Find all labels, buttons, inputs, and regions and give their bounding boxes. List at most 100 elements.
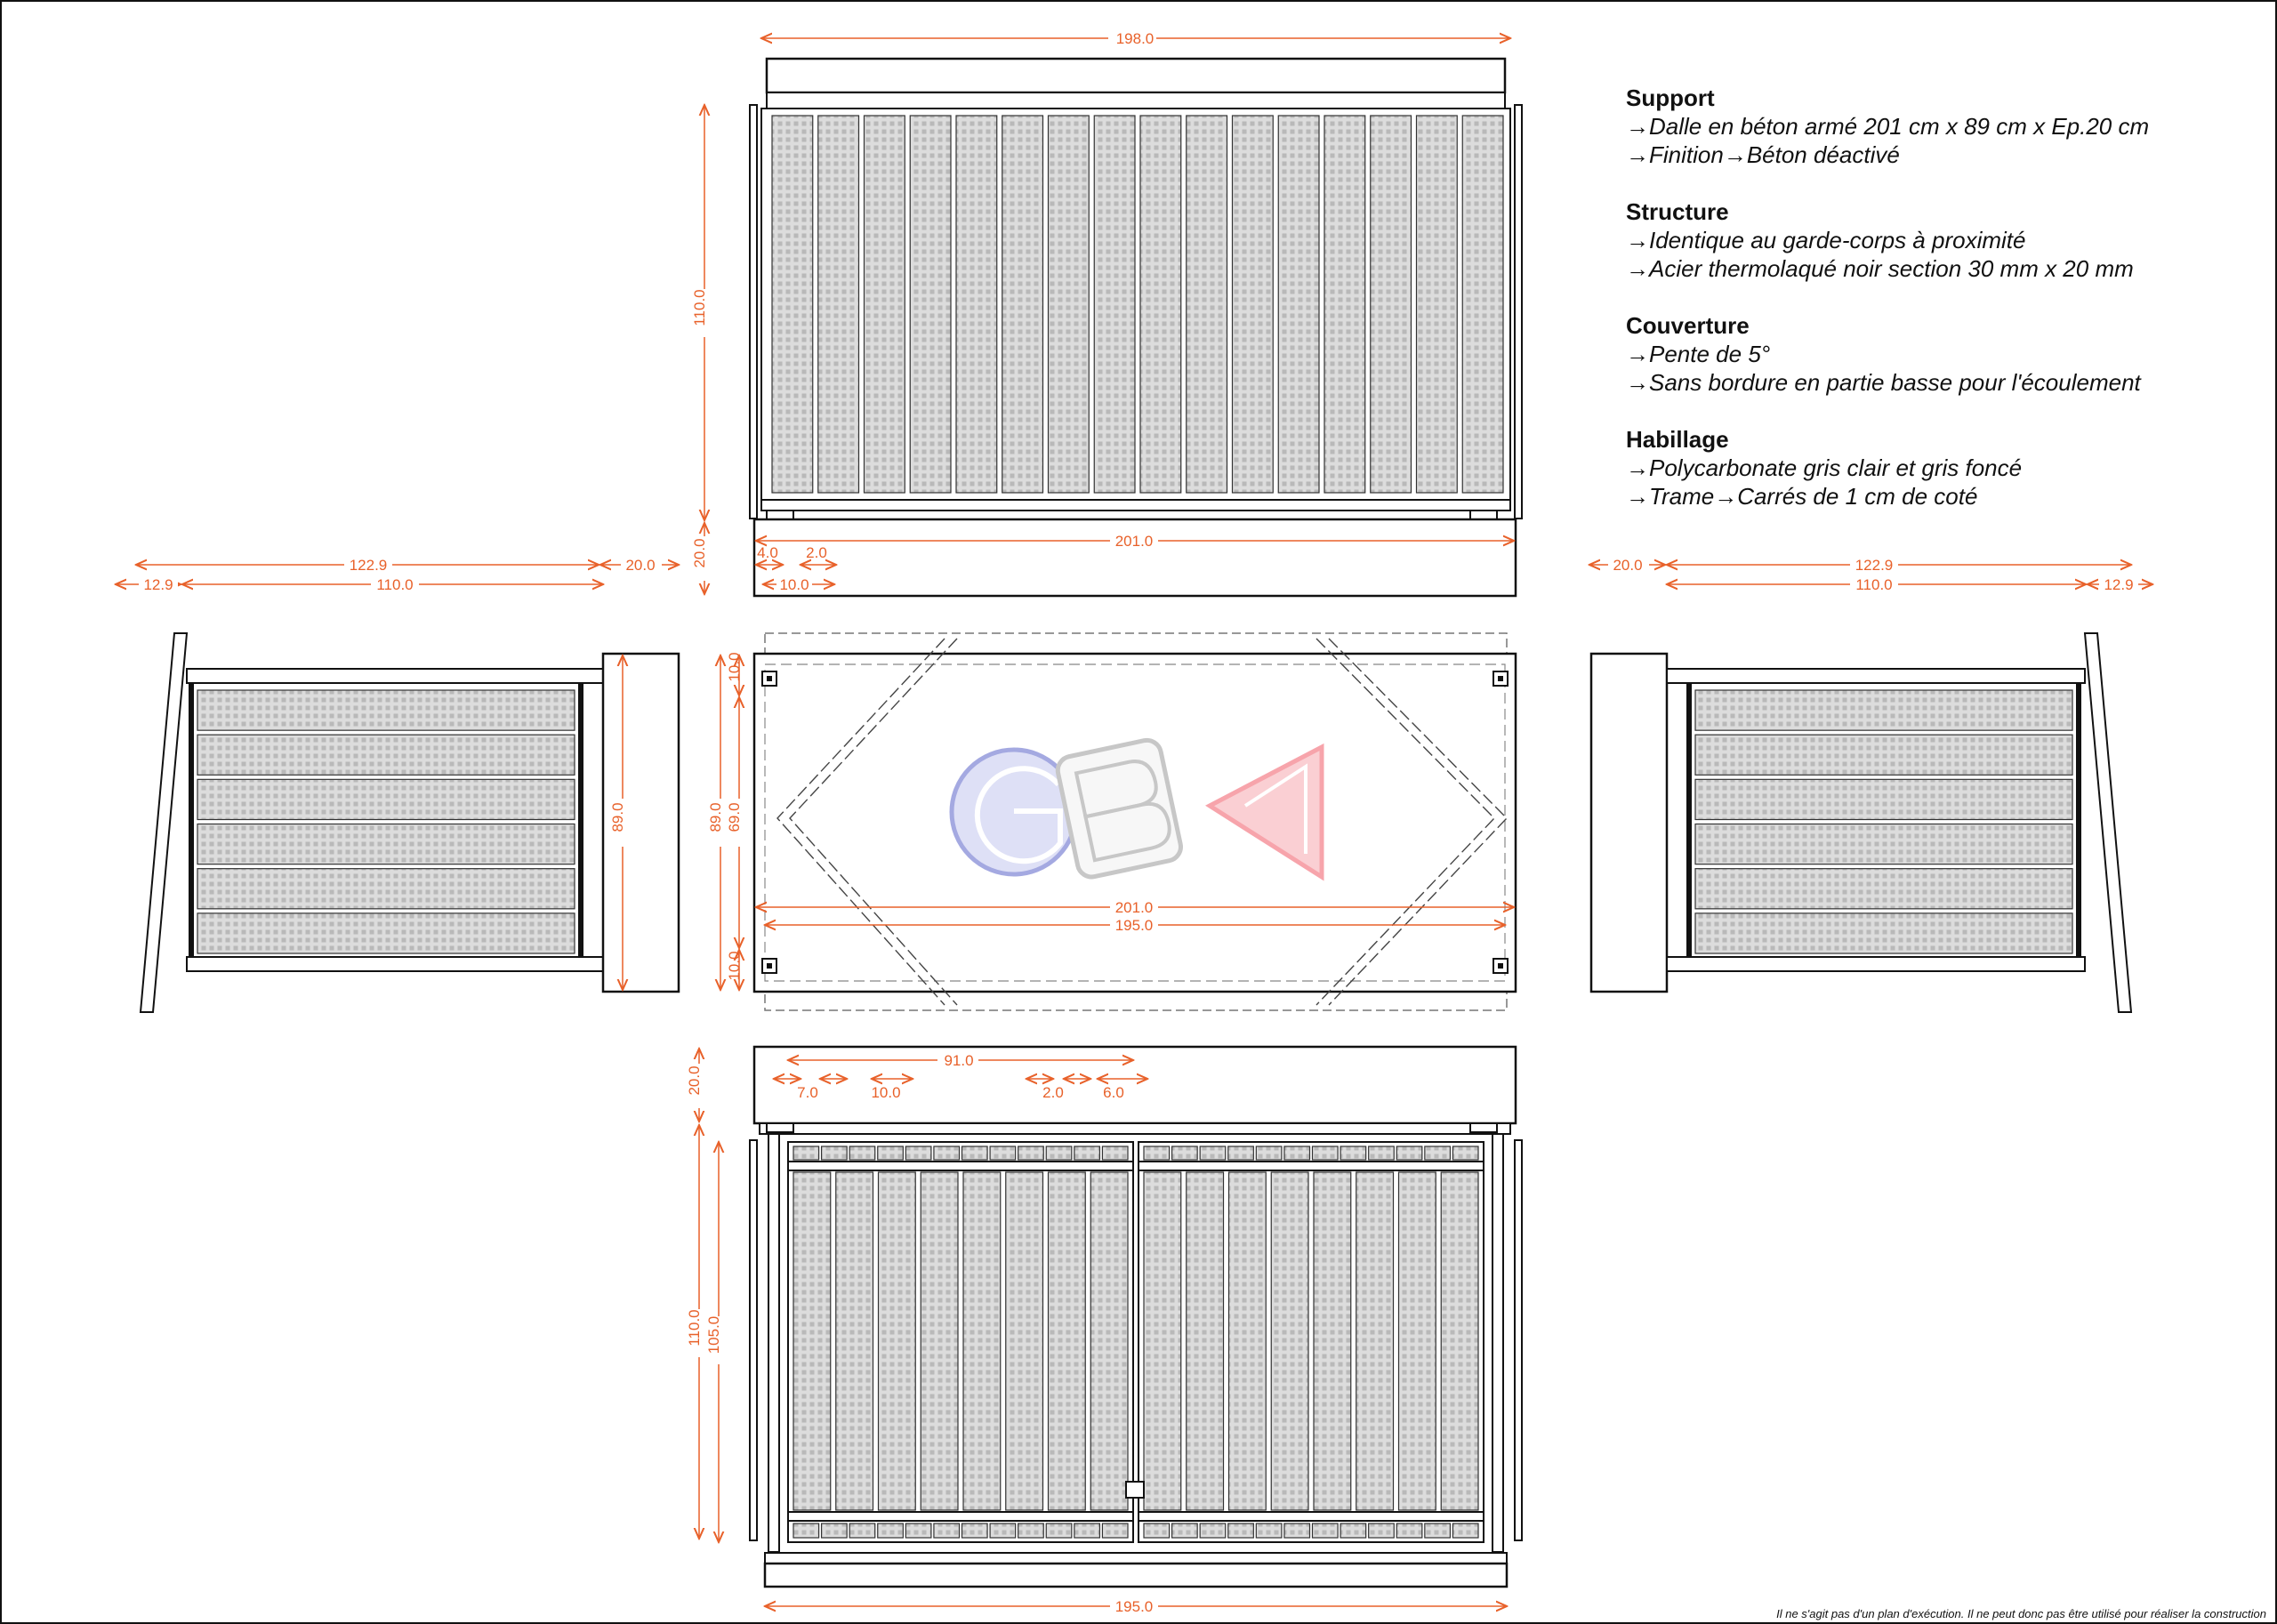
spec-line: →Pente de 5° — [1626, 341, 1771, 367]
mesh-strip — [961, 1146, 988, 1161]
mesh-strip — [1171, 1146, 1198, 1161]
mesh-panel — [793, 1171, 832, 1511]
mesh-strip — [905, 1146, 932, 1161]
gba-logo-watermark — [949, 737, 1324, 881]
top-mesh-panels — [771, 115, 1504, 494]
spec-line: →Finition→Béton déactivé — [1626, 141, 1900, 168]
svg-text:20.0: 20.0 — [691, 538, 708, 567]
mesh-panel — [1313, 1171, 1352, 1511]
spec-line: →Sans bordure en partie basse pour l'éco… — [1626, 369, 2141, 396]
mesh-panel — [1047, 1171, 1086, 1511]
mesh-panel — [1694, 734, 2073, 776]
dim-top-height: 110.0 — [691, 105, 713, 520]
mesh-panel — [1277, 115, 1320, 494]
svg-text:10.0: 10.0 — [726, 652, 743, 681]
svg-text:89.0: 89.0 — [609, 802, 626, 832]
dim-post-details: 4.0 2.0 10.0 — [756, 544, 836, 593]
mesh-strip — [1424, 1146, 1452, 1161]
mesh-strip — [933, 1523, 961, 1539]
mesh-panel — [1324, 115, 1366, 494]
mesh-strip — [877, 1523, 904, 1539]
mesh-strip — [849, 1523, 876, 1539]
mesh-strip — [1340, 1523, 1367, 1539]
mesh-panel — [1186, 115, 1228, 494]
mesh-strip — [1368, 1523, 1395, 1539]
dim-slab-thickness: 20.0 — [691, 523, 713, 594]
svg-text:89.0: 89.0 — [707, 802, 724, 832]
svg-text:2.0: 2.0 — [806, 544, 827, 561]
mesh-strip — [1227, 1146, 1254, 1161]
mesh-panel — [197, 778, 575, 821]
mesh-panel — [1270, 1171, 1309, 1511]
dim-left-side-height: 89.0 — [609, 655, 632, 990]
mesh-panel — [909, 115, 952, 494]
mesh-strip — [793, 1146, 820, 1161]
mesh-panel — [771, 115, 814, 494]
mesh-strip — [1199, 1523, 1227, 1539]
mesh-panel — [1461, 115, 1504, 494]
mesh-panel — [1415, 115, 1458, 494]
mesh-panel — [877, 1171, 916, 1511]
mesh-panel — [955, 115, 998, 494]
front-door-mesh-panels — [793, 1146, 1479, 1539]
mesh-panel — [197, 734, 575, 776]
spec-group-support: Support →Dalle en béton armé 201 cm x 89… — [1626, 84, 2249, 169]
mesh-panel — [1005, 1171, 1044, 1511]
top-elevation-view — [749, 57, 1523, 598]
mesh-strip — [1311, 1146, 1339, 1161]
mesh-strip — [1340, 1146, 1367, 1161]
spec-title: Support — [1626, 84, 1715, 111]
disclaimer-note: Il ne s'agit pas d'un plan d'exécution. … — [1776, 1607, 2266, 1620]
mesh-panel — [1440, 1171, 1479, 1511]
svg-text:2.0: 2.0 — [1042, 1084, 1064, 1101]
mesh-panel — [1002, 115, 1044, 494]
mesh-strip — [1018, 1523, 1044, 1539]
mesh-panel — [835, 1171, 874, 1511]
mesh-panel — [1694, 868, 2073, 910]
mesh-panel — [1694, 778, 2073, 821]
mesh-strip — [849, 1146, 876, 1161]
svg-text:10.0: 10.0 — [871, 1084, 900, 1101]
spec-title: Structure — [1626, 198, 1729, 225]
mesh-panel — [1139, 115, 1182, 494]
spec-line: →Acier thermolaqué noir section 30 mm x … — [1626, 255, 2134, 282]
mesh-panel — [920, 1171, 959, 1511]
left-side-view — [139, 632, 680, 1013]
spec-line: →Polycarbonate gris clair et gris foncé — [1626, 454, 2023, 481]
spec-title: Habillage — [1626, 426, 1729, 453]
mesh-strip — [1074, 1146, 1101, 1161]
svg-text:12.9: 12.9 — [2104, 576, 2133, 593]
mesh-strip — [1452, 1146, 1479, 1161]
spec-line: →Trame→Carrés de 1 cm de coté — [1626, 483, 1978, 510]
right-side-mesh-panels — [1694, 689, 2073, 954]
mesh-strip — [1045, 1146, 1073, 1161]
mesh-panel — [1397, 1171, 1436, 1511]
mesh-strip — [820, 1523, 848, 1539]
left-side-mesh-panels — [197, 689, 575, 954]
right-side-view — [1589, 632, 2133, 1013]
svg-text:10.0: 10.0 — [726, 951, 743, 980]
mesh-strip — [793, 1523, 820, 1539]
mesh-strip — [1199, 1146, 1227, 1161]
mesh-panel — [1227, 1171, 1267, 1511]
mesh-strip — [1396, 1146, 1423, 1161]
mesh-panel — [1370, 115, 1412, 494]
mesh-panel — [1356, 1171, 1395, 1511]
mesh-strip — [1101, 1146, 1129, 1161]
mesh-strip — [905, 1523, 932, 1539]
spec-title: Couverture — [1626, 312, 1750, 339]
mesh-panel — [1694, 689, 2073, 731]
mesh-strip — [1311, 1523, 1339, 1539]
mesh-strip — [1396, 1523, 1423, 1539]
dim-plan: 89.0 69.0 10.0 10.0 201.0 195.0 — [707, 652, 1514, 990]
svg-text:110.0: 110.0 — [1855, 576, 1892, 593]
svg-text:7.0: 7.0 — [797, 1084, 818, 1101]
spec-group-habillage: Habillage →Polycarbonate gris clair et g… — [1626, 425, 2249, 511]
mesh-strip — [989, 1523, 1017, 1539]
mesh-strip — [989, 1146, 1017, 1161]
svg-text:195.0: 195.0 — [1115, 1598, 1154, 1615]
mesh-strip — [1452, 1523, 1479, 1539]
mesh-strip — [1045, 1523, 1073, 1539]
mesh-panel — [197, 868, 575, 910]
